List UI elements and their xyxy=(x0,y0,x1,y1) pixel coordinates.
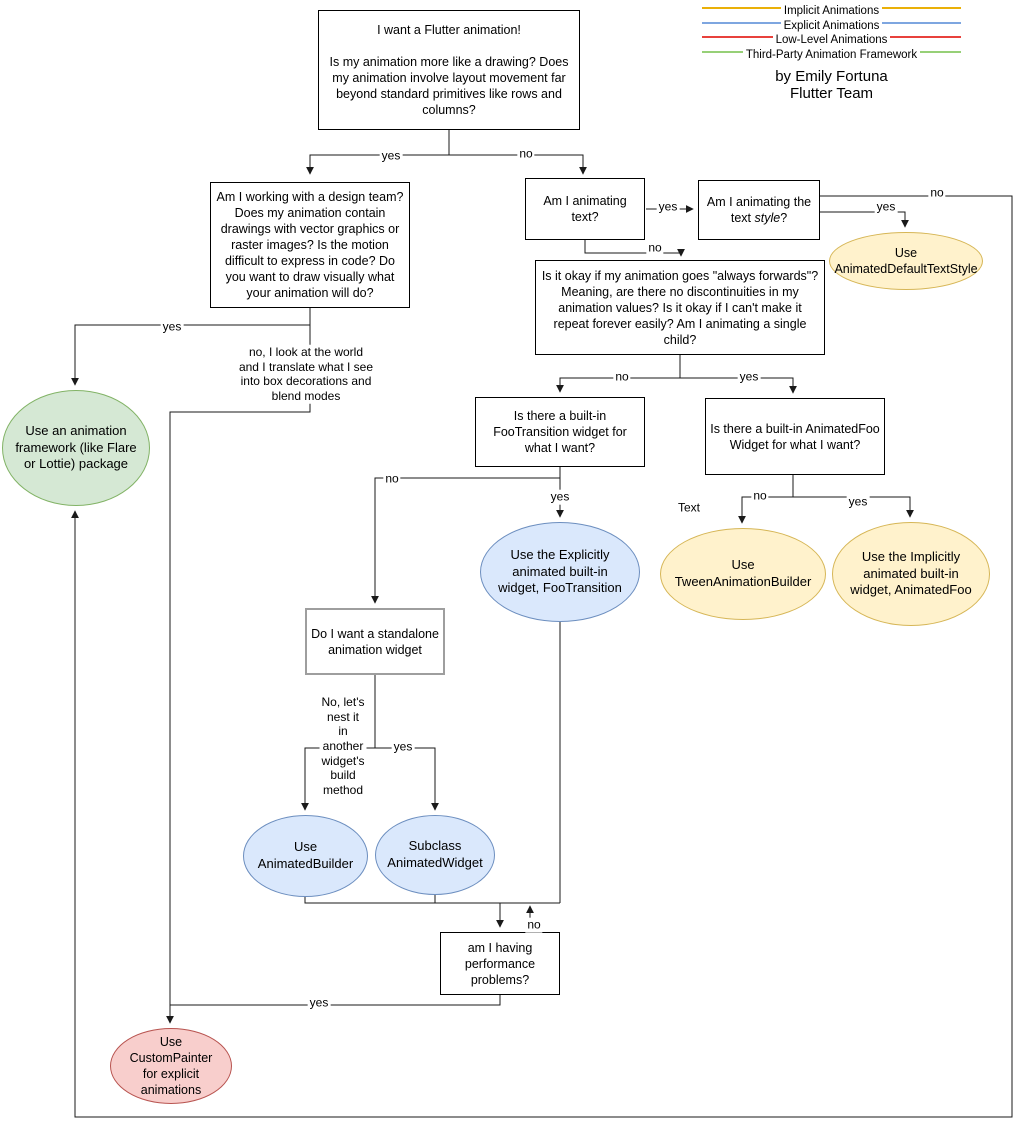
edge-label-nest-no: No, let's nest it in another widget's bu… xyxy=(319,694,367,798)
node-footransition-question: Is there a built-in FooTransition widget… xyxy=(475,397,645,467)
edge-label-root-no: no xyxy=(517,146,535,162)
legend-label-explicit: Explicit Animations xyxy=(780,18,883,33)
edge-label-design-no: no, I look at the world and I translate … xyxy=(236,344,376,404)
author-credit: by Emily Fortuna Flutter Team xyxy=(775,68,888,103)
edge-label-animatedfoo-no: no xyxy=(751,488,769,504)
terminal-subclass-animated-widget: Subclass AnimatedWidget xyxy=(375,815,495,895)
node-always-forwards-question: Is it okay if my animation goes "always … xyxy=(535,260,825,355)
legend-row-thirdparty: Third-Party Animation Framework xyxy=(700,45,963,62)
node-animating-text-question: Am I animating text? xyxy=(525,178,645,240)
legend-label-thirdparty: Third-Party Animation Framework xyxy=(742,47,921,62)
terminal-animated-builder: Use AnimatedBuilder xyxy=(243,815,368,897)
edge-label-forwards-no: no xyxy=(613,369,631,385)
terminal-tween-animation-builder: Use TweenAnimationBuilder xyxy=(660,528,826,620)
legend-label-implicit: Implicit Animations xyxy=(780,4,883,18)
node-design-team-question: Am I working with a design team? Does my… xyxy=(210,182,410,308)
text-style-question-text: Am I animating the text style? xyxy=(706,195,812,225)
legend-label-lowlevel: Low-Level Animations xyxy=(772,33,891,47)
legend-row-explicit: Explicit Animations xyxy=(700,16,963,33)
edge-label-forwards-yes: yes xyxy=(737,369,761,385)
edge-label-text-note: Text xyxy=(675,500,703,516)
edge-label-performance-yes: yes xyxy=(307,995,331,1011)
node-text-style-question: Am I animating the text style? xyxy=(698,180,820,240)
terminal-animated-default-text-style: Use AnimatedDefaultTextStyle xyxy=(829,232,983,290)
legend-row-lowlevel: Low-Level Animations xyxy=(700,30,963,47)
edge-label-footransition-no: no xyxy=(383,471,401,487)
node-standalone-widget-question: Do I want a standalone animation widget xyxy=(305,608,445,675)
legend-row-implicit: Implicit Animations xyxy=(700,1,963,18)
terminal-animated-foo: Use the Implicitly animated built-in wid… xyxy=(832,522,990,626)
edge-label-text-no: no xyxy=(646,240,664,256)
edge-label-footransition-yes: yes xyxy=(548,489,572,505)
node-animatedfoo-question: Is there a built-in AnimatedFoo Widget f… xyxy=(705,398,885,475)
node-start-question: I want a Flutter animation! Is my animat… xyxy=(318,10,580,130)
edge-label-performance-no: no xyxy=(525,917,543,933)
terminal-custom-painter: Use CustomPainter for explicit animation… xyxy=(110,1028,232,1104)
edge-label-design-yes: yes xyxy=(160,319,184,335)
node-performance-question: am I having performance problems? xyxy=(440,932,560,995)
terminal-foo-transition: Use the Explicitly animated built-in wid… xyxy=(480,522,640,622)
edge-label-style-yes: yes xyxy=(874,199,898,215)
edge-label-nest-yes: yes xyxy=(391,739,415,755)
edge-label-root-yes: yes xyxy=(379,148,403,164)
edge-label-text-yes: yes xyxy=(656,199,680,215)
legend: Implicit Animations Explicit Animations … xyxy=(700,1,963,62)
edge-label-style-no: no xyxy=(928,185,946,201)
terminal-animation-framework: Use an animation framework (like Flare o… xyxy=(2,390,150,506)
edge-label-animatedfoo-yes: yes xyxy=(846,494,870,510)
